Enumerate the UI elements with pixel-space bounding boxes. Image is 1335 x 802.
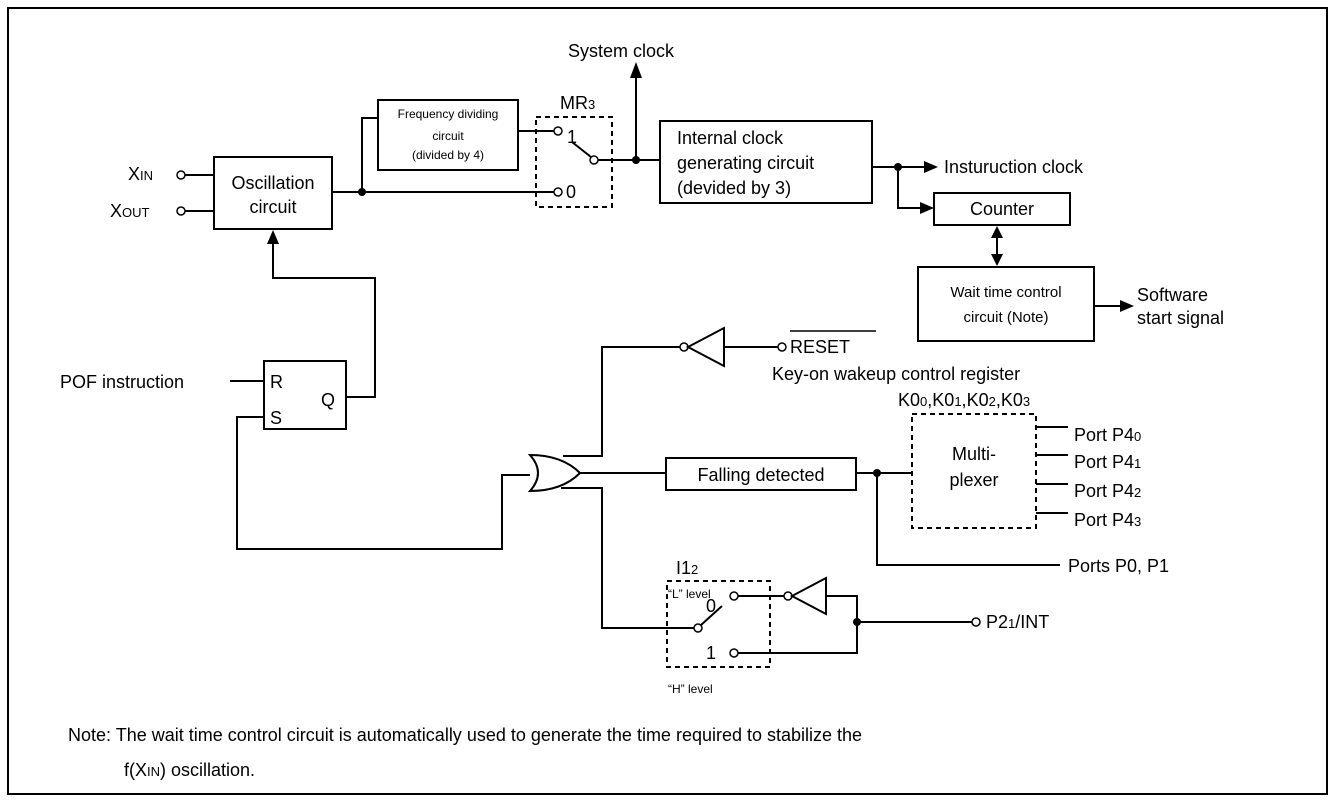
reset-label: RESET xyxy=(790,337,850,357)
system-clock-label: System clock xyxy=(568,41,675,61)
xout-sub: OUT xyxy=(122,205,150,220)
port-p4-0-label: Port P40 xyxy=(1074,425,1141,445)
svg-text:XOUT: XOUT xyxy=(110,201,150,221)
internal-clock-generator-block: Internal clock generating circuit (devid… xyxy=(659,120,873,204)
freq-line2: circuit xyxy=(432,129,464,143)
software-line1: Software xyxy=(1137,285,1208,305)
oscillation-circuit-line2: circuit xyxy=(249,197,296,217)
oscillation-circuit-block: Oscillation circuit xyxy=(213,156,333,230)
inverter-buffer xyxy=(685,326,725,368)
xin-sub: IN xyxy=(140,168,153,183)
frequency-dividing-block: Frequency dividing circuit (divided by 4… xyxy=(377,99,519,171)
input-inverter xyxy=(789,576,827,616)
svg-text:MR3: MR3 xyxy=(560,93,595,113)
icg-line1: Internal clock xyxy=(677,128,784,148)
mr3-option-0: 0 xyxy=(566,182,576,202)
ff-q-label: Q xyxy=(321,390,335,410)
keyon-register-label: Key-on wakeup control register xyxy=(772,364,1020,384)
falling-detected-block: Falling detected xyxy=(665,457,857,491)
i12-option-1: 1 xyxy=(706,643,716,663)
arrow-up-icon xyxy=(267,230,279,244)
freq-line3: (divided by 4) xyxy=(412,148,484,162)
freq-line1: Frequency dividing xyxy=(398,107,499,121)
mr3-label: MR xyxy=(560,93,588,113)
xin-pin: XIN xyxy=(128,164,214,184)
pof-instruction-label: POF instruction xyxy=(60,372,184,392)
svg-text:I12: I12 xyxy=(676,558,698,578)
wait-line1: Wait time control xyxy=(950,284,1061,301)
note-line2: f(XIN) oscillation. xyxy=(124,760,255,780)
mr3-switch: MR3 1 0 xyxy=(535,93,613,208)
wait-time-control-block: Wait time control circuit (Note) xyxy=(917,266,1095,342)
arrow-right-icon xyxy=(924,161,938,173)
arrow-up-icon xyxy=(630,62,642,78)
multiplexer-block: Multi- plexer xyxy=(911,413,1037,529)
mr3-sub: 3 xyxy=(588,97,595,112)
counter-label: Counter xyxy=(970,199,1034,219)
note-line1: Note: The wait time control circuit is a… xyxy=(68,725,862,745)
or-gate xyxy=(527,453,582,493)
mr3-option-1: 1 xyxy=(567,127,577,147)
counter-block: Counter xyxy=(933,192,1071,226)
i12-switch: I12 “L” level 0 1 “H” level xyxy=(666,558,771,696)
icg-line2: generating circuit xyxy=(677,153,814,173)
arrow-right-icon xyxy=(920,202,934,214)
ports-p0-p1-label: Ports P0, P1 xyxy=(1068,556,1169,576)
p21-int-label: P21/INT xyxy=(986,612,1049,632)
l-level-label: “L” level xyxy=(668,587,711,601)
port-p4-1-label: Port P41 xyxy=(1074,452,1141,472)
wait-line2: circuit (Note) xyxy=(963,309,1048,326)
i12-label: I1 xyxy=(676,558,691,578)
arrow-right-icon xyxy=(1120,300,1134,312)
arrow-up-icon xyxy=(991,226,1003,238)
arrow-down-icon xyxy=(991,254,1003,266)
falling-detected-label: Falling detected xyxy=(697,465,824,485)
mux-line2: plexer xyxy=(949,470,998,490)
mux-line1: Multi- xyxy=(952,444,996,464)
h-level-label: “H” level xyxy=(668,682,713,696)
instruction-clock-label: Insturuction clock xyxy=(944,157,1084,177)
oscillation-circuit-line1: Oscillation xyxy=(231,173,314,193)
diagram-frame xyxy=(7,7,1328,795)
svg-text:XIN: XIN xyxy=(128,164,153,184)
i12-option-0: 0 xyxy=(706,596,716,616)
ff-r-label: R xyxy=(270,372,283,392)
icg-line3: (devided by 3) xyxy=(677,178,791,198)
xin-label: X xyxy=(128,164,140,184)
junction-dot xyxy=(853,618,861,626)
rs-flip-flop: R S Q xyxy=(263,360,347,430)
xout-label: X xyxy=(110,201,122,221)
xout-pin: XOUT xyxy=(110,201,214,221)
port-p4-3-label: Port P43 xyxy=(1074,510,1141,530)
ff-s-label: S xyxy=(270,408,282,428)
software-line2: start signal xyxy=(1137,308,1224,328)
k-register-list: K00,K01,K02,K03 xyxy=(898,390,1030,410)
port-p4-2-label: Port P42 xyxy=(1074,481,1141,501)
i12-sub: 2 xyxy=(691,562,698,577)
